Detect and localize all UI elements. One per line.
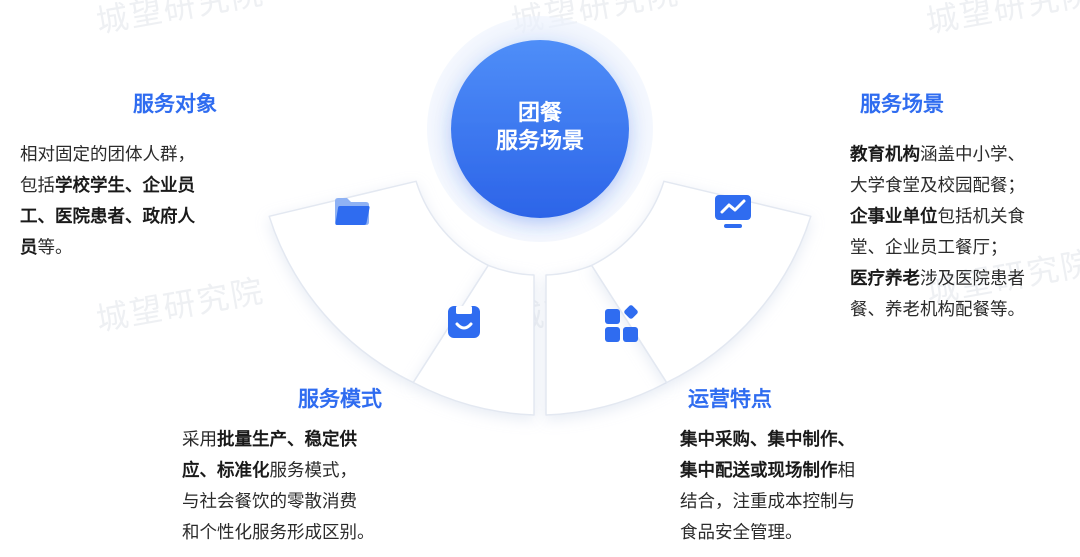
center-label-line-1: 团餐: [517, 101, 562, 126]
service-mode-line-4: 和个性化服务形成区别。: [182, 523, 375, 543]
service-target-line-3: 工、医院患者、政府人: [20, 207, 195, 227]
operation-body: 集中采购、集中制作、 集中配送或现场制作相 结合，注重成本控制与 食品安全管理。: [680, 425, 920, 549]
center-label-line-2: 服务场景: [495, 129, 584, 154]
service-scene-line-2: 大学食堂及校园配餐；: [850, 176, 1025, 196]
service-target-line-2: 包括学校学生、企业员: [20, 176, 195, 196]
service-scene-body: 教育机构涵盖中小学、 大学食堂及校园配餐； 企事业单位包括机关食 堂、企业员工餐…: [850, 140, 1075, 326]
service-mode-body: 采用批量生产、稳定供 应、标准化服务模式， 与社会餐饮的零散消费 和个性化服务形…: [182, 425, 422, 549]
service-scene-line-4: 堂、企业员工餐厅；: [850, 238, 1008, 258]
service-scene-line-5: 医疗养老涉及医院患者: [850, 269, 1025, 289]
service-scene-title: 服务场景: [860, 92, 944, 116]
widgets-icon: [604, 305, 642, 347]
ring-segment-service-target: [268, 180, 490, 384]
operation-line-4: 食品安全管理。: [680, 523, 803, 543]
service-scene-line-6: 餐、养老机构配餐等。: [850, 300, 1025, 320]
service-target-body: 相对固定的团体人群， 包括学校学生、企业员 工、医院患者、政府人 员等。: [20, 140, 250, 264]
service-mode-line-3: 与社会餐饮的零散消费: [182, 492, 357, 512]
service-mode-title: 服务模式: [298, 387, 382, 411]
service-target-line-4: 员等。: [20, 238, 73, 258]
tray-icon: [447, 305, 481, 343]
operation-title: 运营特点: [688, 387, 772, 411]
monitor-chart-icon: [714, 194, 752, 234]
center-label: 团餐 服务场景: [480, 100, 600, 156]
service-scene-line-3: 企事业单位包括机关食: [850, 207, 1025, 227]
service-target-title: 服务对象: [133, 92, 217, 116]
center-circle: [451, 40, 629, 218]
operation-line-2: 集中配送或现场制作相: [680, 461, 855, 481]
ring-segment-service-scene: [590, 180, 812, 384]
ring-segment-service-mode: [412, 264, 535, 416]
operation-line-3: 结合，注重成本控制与: [680, 492, 855, 512]
operation-line-1: 集中采购、集中制作、: [680, 430, 855, 450]
service-scene-line-1: 教育机构涵盖中小学、: [850, 145, 1025, 165]
service-target-line-1: 相对固定的团体人群，: [20, 145, 195, 165]
service-mode-line-2: 应、标准化服务模式，: [182, 461, 357, 481]
service-mode-line-1: 采用批量生产、稳定供: [182, 430, 357, 450]
folder-icon: [333, 195, 371, 231]
